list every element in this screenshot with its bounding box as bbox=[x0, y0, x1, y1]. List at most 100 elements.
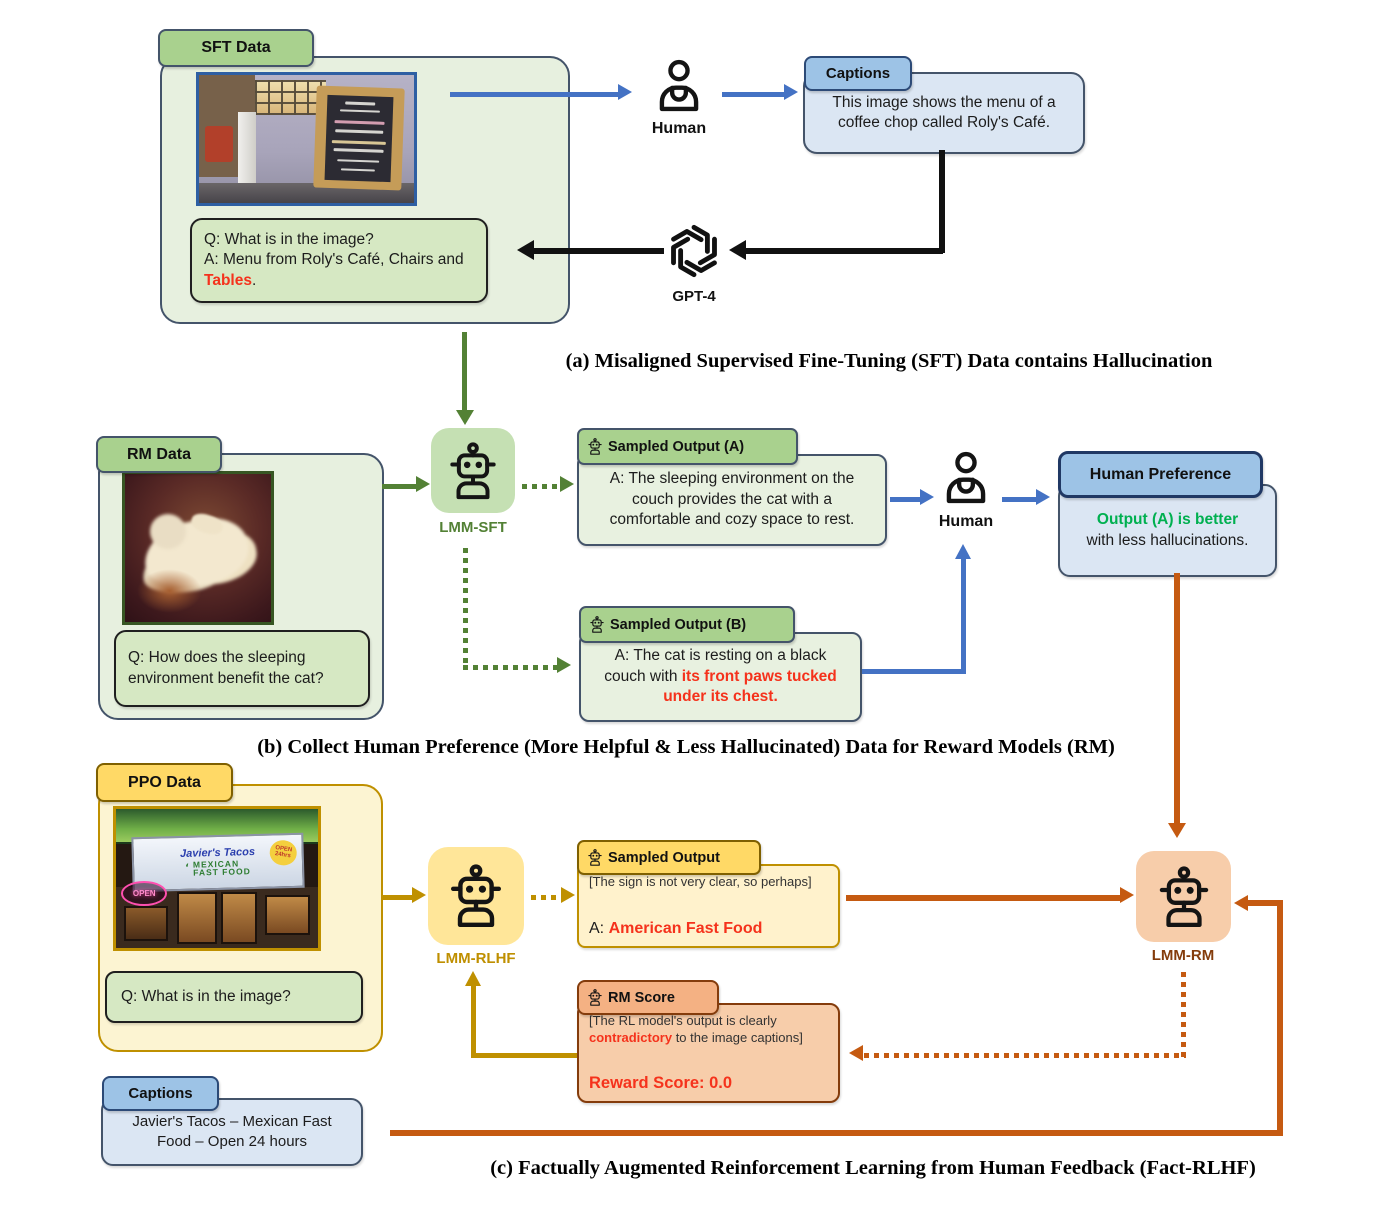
sft-data-tag: SFT Data bbox=[158, 29, 314, 67]
sampled-output-b-tag: Sampled Output (B) bbox=[579, 606, 795, 643]
arrowhead bbox=[465, 971, 481, 986]
sampled-output-c-tag: Sampled Output bbox=[577, 840, 761, 875]
person-icon bbox=[654, 58, 704, 114]
line-captions-down bbox=[939, 150, 945, 253]
captions-bubble: This image shows the menu of a coffee ch… bbox=[803, 72, 1085, 154]
photo-window bbox=[254, 80, 326, 115]
lmm-sft-label: LMM-SFT bbox=[439, 519, 507, 536]
contradictory-word: contradictory bbox=[589, 1029, 673, 1045]
line-captions-long bbox=[390, 1130, 1283, 1136]
output-c-bracket: [The sign is not very clear, so perhaps] bbox=[589, 874, 812, 889]
rm-question-bubble: Q: How does the sleeping environment ben… bbox=[114, 630, 370, 707]
human-preference-tag: Human Preference bbox=[1058, 451, 1263, 498]
rm-question-text: Q: How does the sleeping environment ben… bbox=[128, 649, 324, 687]
arrowhead bbox=[1120, 887, 1134, 903]
sft-data-tag-label: SFT Data bbox=[201, 39, 271, 56]
human-icon-a bbox=[654, 58, 704, 114]
lmm-rlhf-box bbox=[428, 847, 524, 945]
sampled-output-b-text: A: The cat is resting on a black couch w… bbox=[604, 647, 837, 706]
dotted-arrow-to-output-a bbox=[522, 484, 562, 489]
arrow-sft-to-lmmsft bbox=[462, 332, 467, 412]
dotted-line-down bbox=[463, 548, 468, 668]
arrowhead bbox=[955, 544, 971, 559]
arrowhead bbox=[560, 476, 574, 492]
photo-open24-badge: OPEN 24hrs bbox=[268, 838, 299, 868]
hallucinated-answer: American Fast Food bbox=[608, 920, 763, 937]
sampled-output-b-bubble: A: The cat is resting on a black couch w… bbox=[579, 632, 862, 722]
dotted-line-lmmrm-down bbox=[1181, 972, 1186, 1057]
human-preference-text: Output (A) is better with less hallucina… bbox=[1086, 511, 1249, 549]
photo-neon-open-sign: OPEN bbox=[121, 881, 168, 907]
captions-text: This image shows the menu of a coffee ch… bbox=[832, 93, 1056, 131]
rm-data-tag: RM Data bbox=[96, 436, 222, 473]
arrow-human-to-captions bbox=[722, 92, 786, 97]
arrowhead bbox=[561, 887, 575, 903]
arrow-ppo-to-lmmrlhf bbox=[381, 895, 414, 900]
hallucinated-phrase: its front paws tucked under its chest. bbox=[663, 667, 837, 706]
arrowhead bbox=[920, 489, 934, 505]
reward-score: Reward Score: 0.0 bbox=[589, 1074, 733, 1092]
human-label-a: Human bbox=[651, 120, 707, 137]
arrowhead bbox=[416, 476, 430, 492]
human-preference-bubble: Output (A) is better with less hallucina… bbox=[1058, 484, 1277, 577]
dotted-arrow-to-sampled-output bbox=[531, 895, 563, 900]
cafe-menu-photo bbox=[196, 72, 417, 206]
line-gpt-to-qa bbox=[534, 248, 664, 254]
rm-score-bubble: [The RL model's output is clearly contra… bbox=[577, 1003, 840, 1103]
lmm-sft-box bbox=[431, 428, 515, 513]
line-captions-to-gpt bbox=[746, 248, 943, 254]
arrow-human-to-preference bbox=[1002, 497, 1038, 502]
photo-door bbox=[221, 892, 258, 944]
sft-qa-bubble: Q: What is in the image? A: Menu from Ro… bbox=[190, 218, 488, 303]
arrowhead bbox=[1234, 895, 1248, 911]
caption-b: (b) Collect Human Preference (More Helpf… bbox=[257, 736, 1115, 758]
output-c-answer: A: American Fast Food bbox=[589, 920, 763, 937]
caption-a: (a) Misaligned Supervised Fine-Tuning (S… bbox=[565, 350, 1213, 372]
ppo-data-tag: PPO Data bbox=[96, 763, 233, 802]
robot-icon bbox=[588, 438, 602, 455]
photo-door bbox=[176, 892, 217, 944]
robot-icon bbox=[449, 441, 497, 500]
human-icon-b bbox=[941, 450, 991, 506]
captions-bottom-tag: Captions bbox=[102, 1076, 219, 1111]
dotted-arrow-to-rmscore bbox=[864, 1053, 1186, 1058]
photo-cat-head bbox=[149, 513, 187, 550]
arrowhead bbox=[849, 1045, 863, 1061]
arrowhead bbox=[456, 410, 474, 425]
arrowhead bbox=[729, 240, 746, 260]
lmm-rm-box bbox=[1136, 851, 1231, 942]
robot-icon bbox=[588, 849, 602, 866]
line-outputb-up bbox=[961, 558, 966, 674]
arrowhead bbox=[412, 887, 426, 903]
preference-verdict: Output (A) is better bbox=[1096, 511, 1239, 529]
lmm-rlhf-label: LMM-RLHF bbox=[436, 950, 516, 967]
arrowhead bbox=[784, 84, 798, 100]
human-label-b: Human bbox=[938, 513, 994, 530]
cactus-glyph: ߵ bbox=[185, 863, 190, 875]
captions-bottom-text: Javier's Tacos – Mexican Fast Food – Ope… bbox=[132, 1113, 332, 1150]
photo-pillar bbox=[237, 112, 256, 186]
sampled-output-a-tag: Sampled Output (A) bbox=[577, 428, 798, 465]
person-icon bbox=[941, 450, 991, 506]
arrowhead bbox=[517, 240, 534, 260]
arrowhead bbox=[1168, 823, 1186, 838]
sampled-output-c-bubble: [The sign is not very clear, so perhaps]… bbox=[577, 864, 840, 948]
sampled-output-a-text: A: The sleeping environment on the couch… bbox=[609, 470, 855, 529]
robot-icon bbox=[590, 616, 604, 633]
arrowhead bbox=[1036, 489, 1050, 505]
robot-icon bbox=[449, 864, 503, 928]
arrow-output-to-lmmrm bbox=[846, 895, 1122, 901]
dotted-arrow-to-output-b bbox=[463, 665, 559, 670]
rm-score-comment: [The RL model's output is clearly contra… bbox=[589, 1013, 803, 1045]
arrow-preference-to-lmmrm bbox=[1174, 573, 1180, 825]
line-outputb-right bbox=[862, 669, 966, 674]
gpt4-label: GPT-4 bbox=[672, 288, 716, 305]
arrow-outputa-to-human bbox=[890, 497, 922, 502]
photo-window bbox=[124, 906, 169, 941]
arrowhead bbox=[618, 84, 632, 100]
line-captions-loop-up bbox=[1277, 900, 1283, 1136]
arrowhead bbox=[557, 657, 571, 673]
ppo-question-bubble: Q: What is in the image? bbox=[105, 971, 363, 1023]
robot-icon bbox=[1158, 865, 1210, 928]
